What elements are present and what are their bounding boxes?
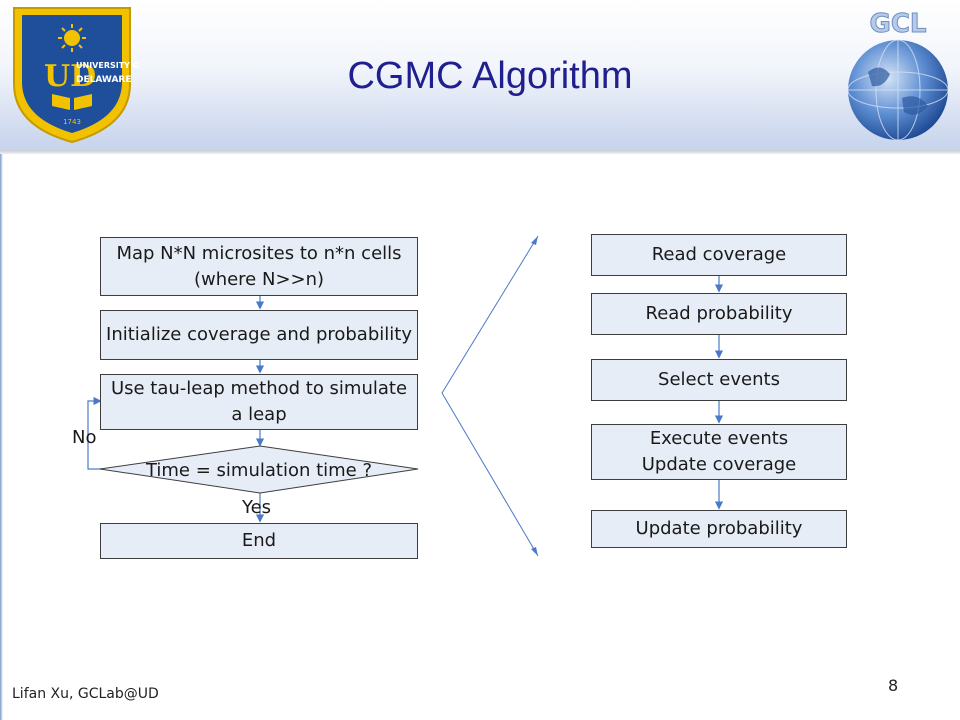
step-map-microsites: Map N*N microsites to n*n cells (where N… xyxy=(100,237,418,296)
step-execute-events: Execute events Update coverage xyxy=(591,424,847,480)
university-of-delaware-seal: UD UNIVERSITY OF DELAWARE 1743 xyxy=(13,7,138,144)
slide-title: CGMC Algorithm xyxy=(347,55,633,97)
bracket-bottom-tip xyxy=(531,547,538,556)
open-book-icon xyxy=(52,94,92,110)
yes-label: Yes xyxy=(242,497,272,518)
step-end: End xyxy=(100,523,418,559)
footer-author: Lifan Xu, GCLab@UD xyxy=(12,686,159,702)
left-edge-rule xyxy=(0,154,3,720)
decision-label: Time = simulation time ? xyxy=(145,459,373,481)
step-update-probability: Update probability xyxy=(591,510,847,548)
svg-text:UD: UD xyxy=(44,59,96,94)
step-read-probability: Read probability xyxy=(591,293,847,335)
gcl-globe-logo: GCL xyxy=(847,9,949,141)
header-divider xyxy=(0,150,960,154)
svg-text:DELAWARE: DELAWARE xyxy=(76,75,131,85)
step-read-coverage: Read coverage xyxy=(591,234,847,276)
expand-bracket xyxy=(441,235,539,557)
no-label: No xyxy=(72,427,97,448)
bracket-top-tip xyxy=(531,236,538,245)
decision-diamond xyxy=(99,445,419,494)
step-initialize: Initialize coverage and probability xyxy=(100,310,418,360)
slide-header xyxy=(0,0,960,150)
svg-text:GCL: GCL xyxy=(870,9,927,39)
svg-text:UNIVERSITY OF: UNIVERSITY OF xyxy=(76,61,138,70)
svg-text:1743: 1743 xyxy=(63,118,81,126)
sun-icon xyxy=(58,24,86,52)
step-select-events: Select events xyxy=(591,359,847,401)
step-tau-leap: Use tau-leap method to simulate a leap xyxy=(100,374,418,430)
page-number: 8 xyxy=(888,676,899,695)
loop-back-arrow xyxy=(87,396,102,470)
